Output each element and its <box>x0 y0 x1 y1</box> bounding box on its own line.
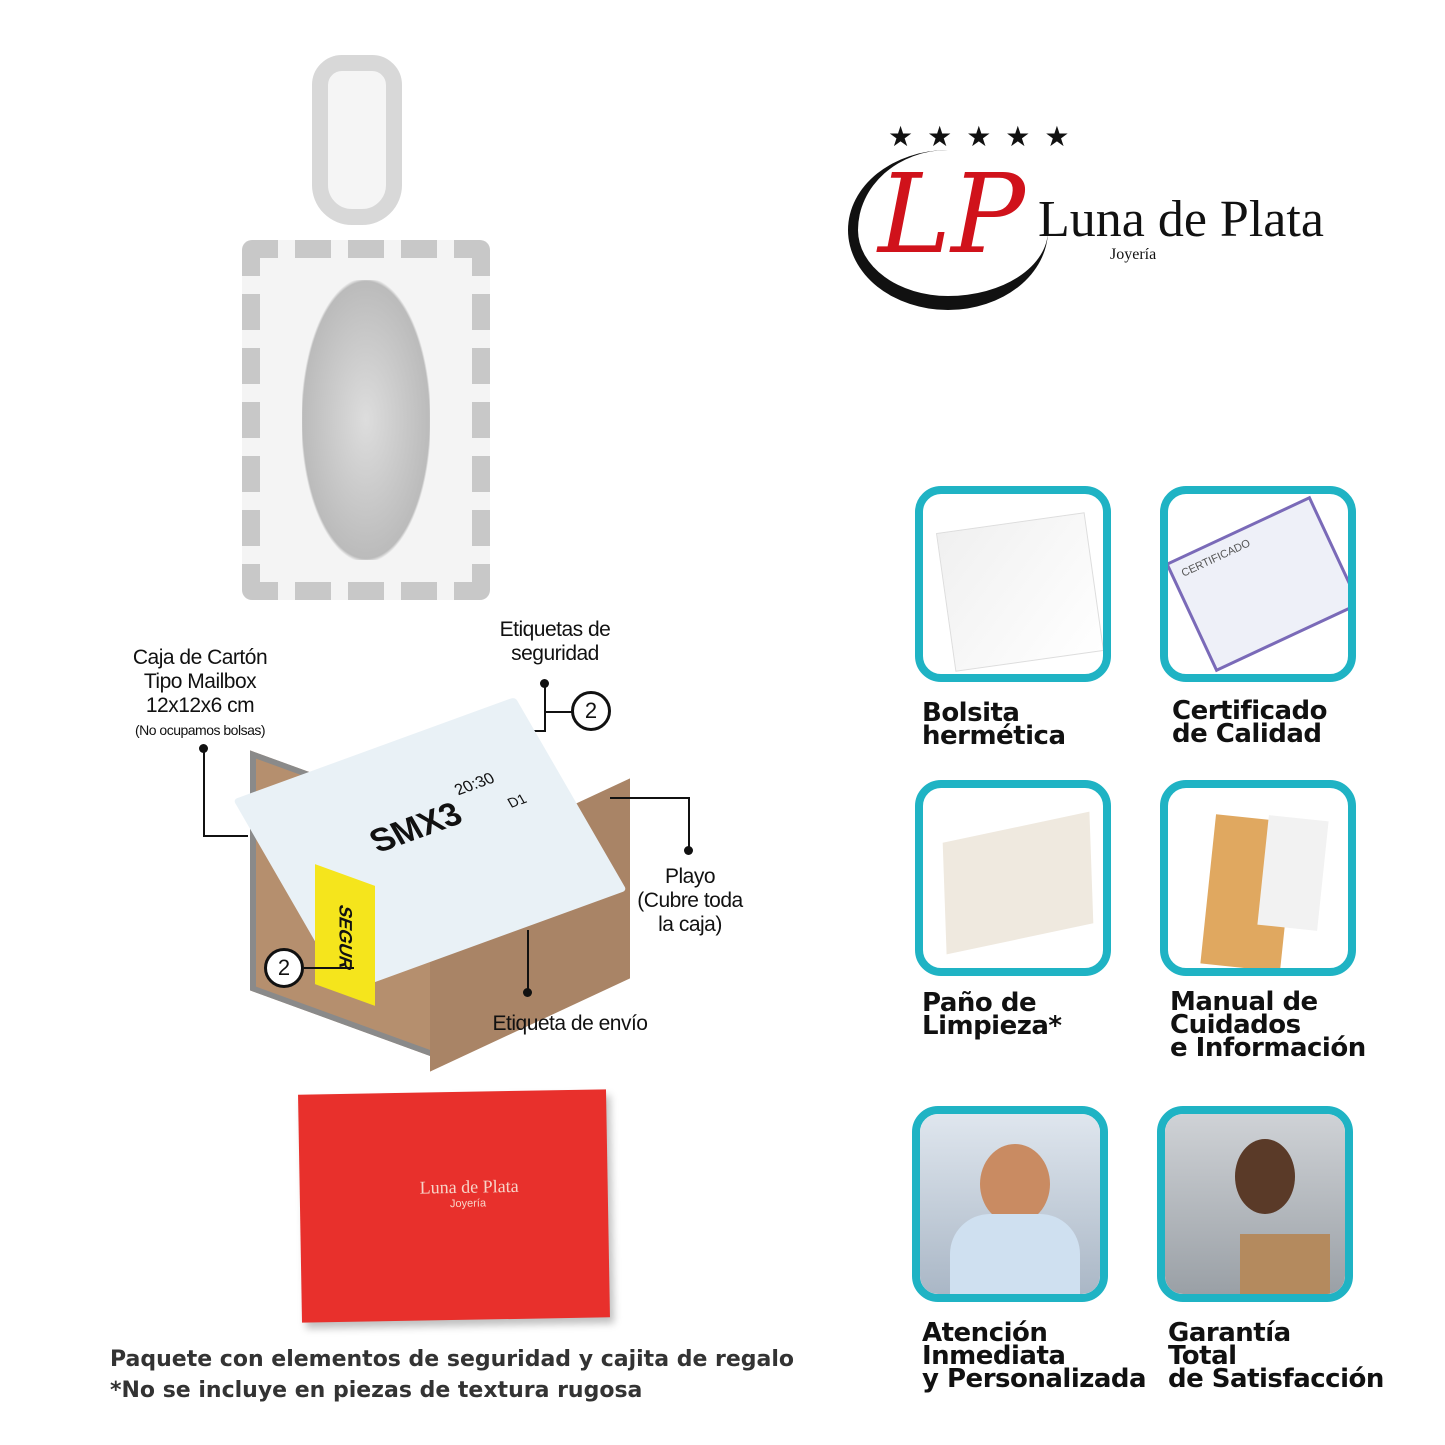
logo-text: Luna de Plata <box>1038 191 1324 248</box>
card-satisfaction <box>1157 1106 1353 1302</box>
gift-box-sub: Joyería <box>449 1197 487 1211</box>
card-cloth <box>915 780 1111 976</box>
shipping-label: Etiqueta de envío <box>492 1012 648 1035</box>
gift-box-brand: Luna de Plata <box>419 1175 519 1198</box>
footer-line-2: *No se incluye en piezas de textura rugo… <box>110 1378 643 1403</box>
security-count-top: 2 <box>571 691 611 731</box>
pendant-image <box>242 55 490 605</box>
footer-line-1: Paquete con elementos de seguridad y caj… <box>110 1347 795 1372</box>
card-bag <box>915 486 1111 682</box>
certificate-text: CERTIFICADO <box>1179 537 1253 580</box>
shipping-box-image: SMX3 20:30 D1 SEGUR <box>233 696 640 1072</box>
card-support <box>912 1106 1108 1302</box>
gift-box-image: Luna de Plata Joyería <box>298 1089 610 1323</box>
label-time: 20:30 <box>451 770 498 799</box>
card-manual <box>1160 780 1356 976</box>
logo-subtext: Joyería <box>1110 246 1157 263</box>
security-count-bottom: 2 <box>264 948 304 988</box>
card-certificate: CERTIFICADO <box>1160 486 1356 682</box>
label-code: SMX3 <box>362 795 470 861</box>
brand-logo: ★★★★★ LP Luna de Plata Joyería <box>848 110 1368 320</box>
sticker-text: SEGUR <box>335 902 356 974</box>
label-route: D1 <box>504 790 530 811</box>
